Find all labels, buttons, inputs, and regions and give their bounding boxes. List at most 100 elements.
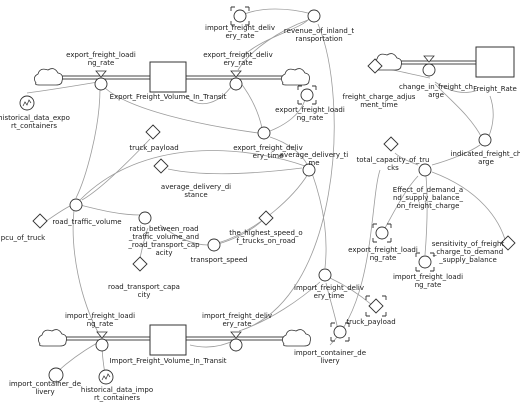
flow-export-loading-rate[interactable] [94,77,108,91]
svg-text:import_container_delivery: import_container_delivery [9,380,81,396]
const-freight-charge-adjustment-time[interactable] [367,58,383,74]
variable-label: historical_data_expo [0,114,70,122]
ghost-marker-icon [372,223,392,243]
variable-label: road_transport_capa [108,283,180,291]
var-indicated-freight-charge[interactable] [478,133,492,147]
link-import-time-to-rate [241,281,321,331]
variable-label: me [308,159,319,167]
flow-label: export_freight_loadi [66,51,136,59]
var-historical-import[interactable] [98,369,114,385]
valve-icon [230,331,242,339]
flow-change-in-freight-charge[interactable] [422,63,436,77]
variable-label: transport_speed [191,256,248,264]
var-ratio-traffic-capacity[interactable] [138,211,152,225]
cloud-icon [38,329,67,347]
flow-label: ng_rate [87,320,114,328]
var-import-container-delivery[interactable] [48,367,64,383]
variable-label: city [138,291,151,299]
variable-label: the_highest_speed_o [229,229,302,237]
ghost-import-container-delivery[interactable] [333,325,347,339]
link-delivery-time-to-rate [239,81,263,129]
variable-label: _traffic_volume_and [128,233,199,241]
link-capacity-to-effect [394,152,419,166]
svg-text:total_capacity_of_trucks: total_capacity_of_trucks [357,156,430,172]
variable-label: ng_rate [370,254,397,262]
variable-label: _supply_balance [438,256,497,264]
flow-export-delivery-rate[interactable] [229,77,243,91]
svg-text:import_freight_delivery_rate: import_freight_delivery_rate [205,24,275,40]
variable-label: ng_rate [415,281,442,289]
var-road-traffic-volume[interactable] [69,198,83,212]
ghost-import-delivery-rate[interactable] [233,9,247,23]
valve-icon [230,70,242,78]
ghost-export-loading-rate[interactable] [375,226,389,240]
link-highest-speed-to-speed [217,219,264,245]
svg-text:historical_data_import_contain: historical_data_import_containers [81,386,153,402]
cloud-icon [281,68,310,86]
ghost-marker-icon [365,295,387,317]
variable-label: ery_rate [225,32,254,40]
const-highest-speed[interactable] [258,210,274,226]
link-import-loading-to-traffic [72,209,101,337]
stock-layer: Export_Freight_Volume_In_Transit Import_… [109,46,517,365]
stock-freight-rate[interactable] [475,46,515,78]
link-historical-export-to-loading [26,81,99,94]
ghost-marker-icon [330,322,350,342]
link-avg-time-to-export-time [269,136,309,167]
const-average-delivery-distance[interactable] [153,158,169,174]
link-stock-to-change [434,81,479,93]
flow-import-delivery-rate[interactable] [229,338,243,352]
flow-label: ng_rate [88,59,115,67]
variable-label: truck_payload [129,144,178,152]
pipe-layer [55,60,476,341]
variable-label: historical_data_impo [81,386,153,394]
var-transport-speed[interactable] [207,238,221,252]
cloud-icon [34,68,63,86]
variable-label: f_trucks_on_road [236,237,295,245]
ghost-marker-icon [415,252,435,272]
flow-import-loading-rate[interactable] [95,338,109,352]
svg-text:import_freight_delivery_time: import_freight_delivery_time [294,284,364,300]
variable-label: total_capacity_of_tru [357,156,430,164]
var-average-delivery-time[interactable] [302,163,316,177]
variable-label: import_container_de [294,349,366,357]
connector-layer [26,8,507,375]
var-revenue[interactable] [307,9,321,23]
stock-export-freight-volume[interactable] [149,61,187,93]
ghost-import-loading-rate[interactable] [418,255,432,269]
valve-icon [96,331,108,339]
var-historical-export[interactable] [19,95,35,111]
ghost-truck-payload[interactable] [368,298,384,314]
link-revenue-to-export-delivery-rate [242,17,311,57]
stock-label: Freight_Rate [473,85,517,93]
stock-import-freight-volume[interactable] [149,324,187,356]
variable-label: truck_payload [346,318,395,326]
svg-text:road_transport_capacity: road_transport_capacity [108,283,180,299]
variable-label: revenue_of_inland_t [284,27,354,35]
var-export-delivery-time[interactable] [257,126,271,140]
const-truck-payload[interactable] [145,124,161,140]
ghost-marker-icon [297,85,317,105]
const-sensitivity[interactable] [500,235,516,251]
var-import-delivery-time[interactable] [318,268,332,282]
lookup-graph-icon [22,99,32,107]
link-loading-rate2-to-time [269,99,306,132]
ghost-marker-icon [230,6,250,26]
link-effect-to-freight [329,169,381,346]
variable-label: freight_charge_adjus [343,93,416,101]
link-export-loading-to-traffic [75,87,101,199]
ghost-export-loading-rate[interactable] [300,88,314,102]
stock-label: Export_Freight_Volume_In_Transit [110,93,227,101]
svg-text:import_container_delivery: import_container_delivery [294,349,366,365]
const-pcu-of-truck[interactable] [32,213,48,229]
var-effect-demand-supply[interactable] [418,163,432,177]
variable-label: ery_time [314,292,345,300]
const-road-transport-capacity[interactable] [132,256,148,272]
svg-text:ratio_between_road_traffic_vol: ratio_between_road_traffic_volume_and_ro… [127,225,200,257]
const-total-capacity-trucks[interactable] [383,136,399,152]
